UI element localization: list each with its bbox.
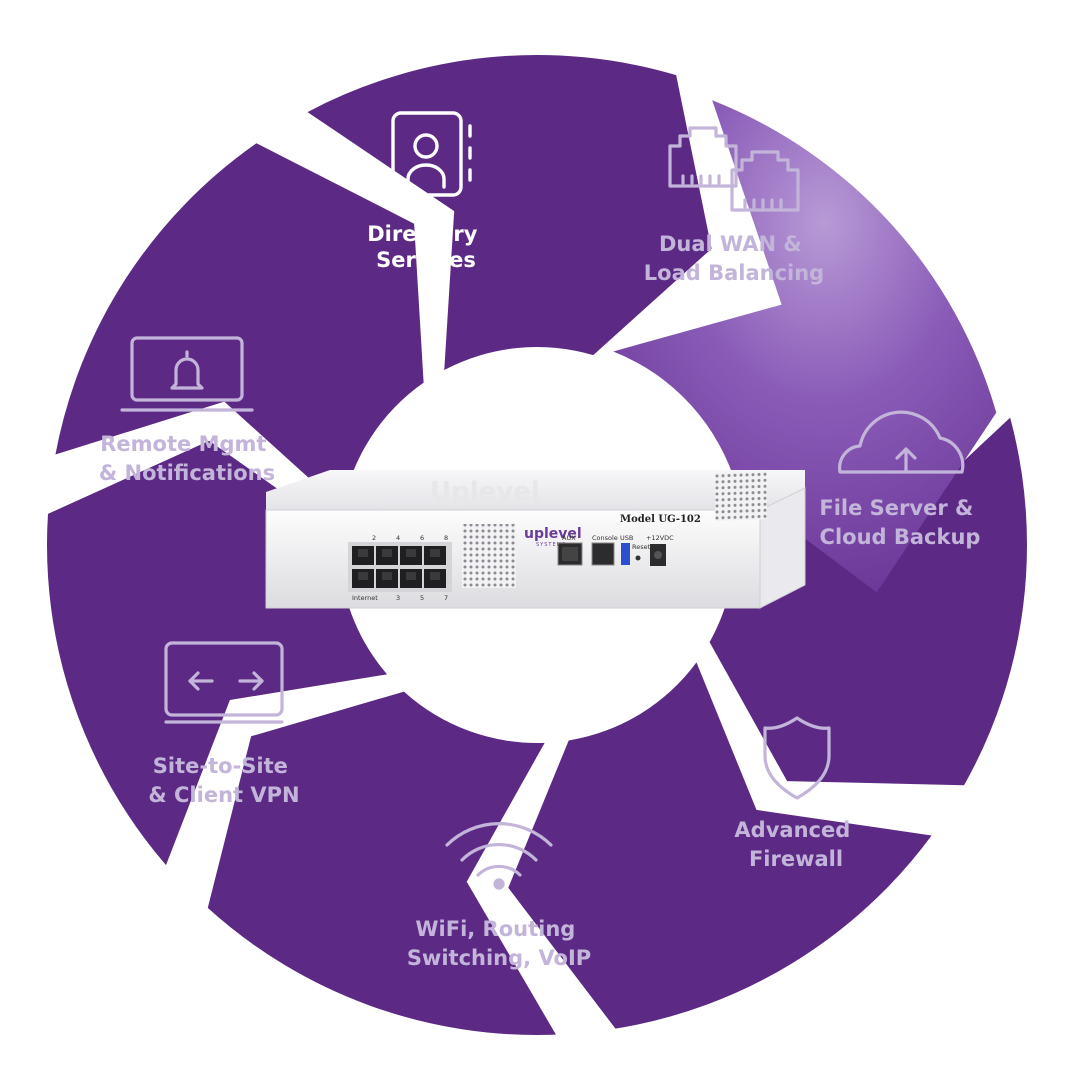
wifi-icon [445,822,553,890]
svg-text:6: 6 [420,534,424,542]
uplevel-ug-102-device: Uplevel 2 4 6 8 Internet 3 5 7 uplevel S… [265,470,806,609]
ethernet-port-jack [406,549,416,557]
segment-vpn [55,143,424,509]
device-brand-logo: uplevel [524,526,582,542]
device-model-label: Model UG-102 [620,514,701,525]
segment-label-firewall: Advanced Firewall [734,818,857,871]
ethernet-port-jack [358,549,368,557]
svg-text:7: 7 [444,594,448,602]
segment-file-server [508,662,932,1029]
svg-text:8: 8 [444,534,448,542]
ethernet-port-jack [430,572,440,580]
segment-dual-wan [709,417,1027,786]
monitor-arrows-icon [164,641,284,724]
laptop-bell-icon [120,336,254,412]
svg-text:USB: USB [620,534,633,542]
ethernet-port-jack [430,549,440,557]
device-brand-sub: SYSTEMS [536,542,566,548]
segment-label-wifi-routing: WiFi, Routing Switching, VoIP [407,917,591,970]
cloud-upload-icon [838,410,965,474]
ethernet-port-jack [382,549,392,557]
segment-label-dual-wan: Dual WAN & Load Balancing [644,232,824,285]
svg-text:Internet: Internet [352,594,378,602]
shield-icon [763,716,831,800]
segment-firewall [207,691,556,1036]
ethernet-port-jack [358,572,368,580]
segment-label-remote-mgmt: Remote Mgmt & Notifications [99,432,275,485]
svg-text:5: 5 [420,594,424,602]
svg-text:Console: Console [592,534,618,542]
ethernet-port-jack [382,572,392,580]
svg-text:2: 2 [372,534,376,542]
segment-label-file-server: File Server & Cloud Backup [819,496,980,549]
device-emboss-logo: Uplevel [430,477,540,507]
ethernet-port-jack [406,572,416,580]
segment-label-directory-services: Directory Services [367,222,485,272]
contact-book-icon [391,111,472,197]
segment-directory-services [613,100,997,593]
svg-text:+12VDC: +12VDC [646,534,674,542]
segment-remote-mgmt [307,54,712,371]
ethernet-ports-icon [668,126,800,212]
segment-label-vpn: Site-to-Site & Client VPN [148,754,299,807]
svg-text:4: 4 [396,534,400,542]
svg-text:3: 3 [396,594,400,602]
svg-text:Reset: Reset [632,543,651,551]
svg-text:AUX: AUX [562,534,576,542]
